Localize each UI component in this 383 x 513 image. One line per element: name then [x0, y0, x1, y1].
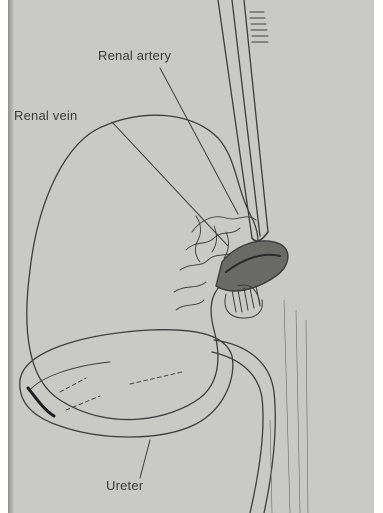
instrument-grip — [250, 12, 268, 42]
renal-artery-label: Renal artery — [98, 48, 171, 63]
capsule-dashed-lines — [60, 372, 182, 410]
renal-vein — [216, 241, 288, 291]
lower-pole-capsule — [20, 330, 233, 437]
renal-vein-leader — [112, 122, 228, 246]
renal-vein-label: Renal vein — [14, 108, 77, 123]
ureter-tube-inner — [212, 352, 263, 513]
renal-artery-leader — [160, 68, 238, 214]
ureter-label: Ureter — [106, 478, 143, 493]
instrument-outer-line — [218, 0, 252, 238]
ureter-leader — [140, 440, 150, 478]
